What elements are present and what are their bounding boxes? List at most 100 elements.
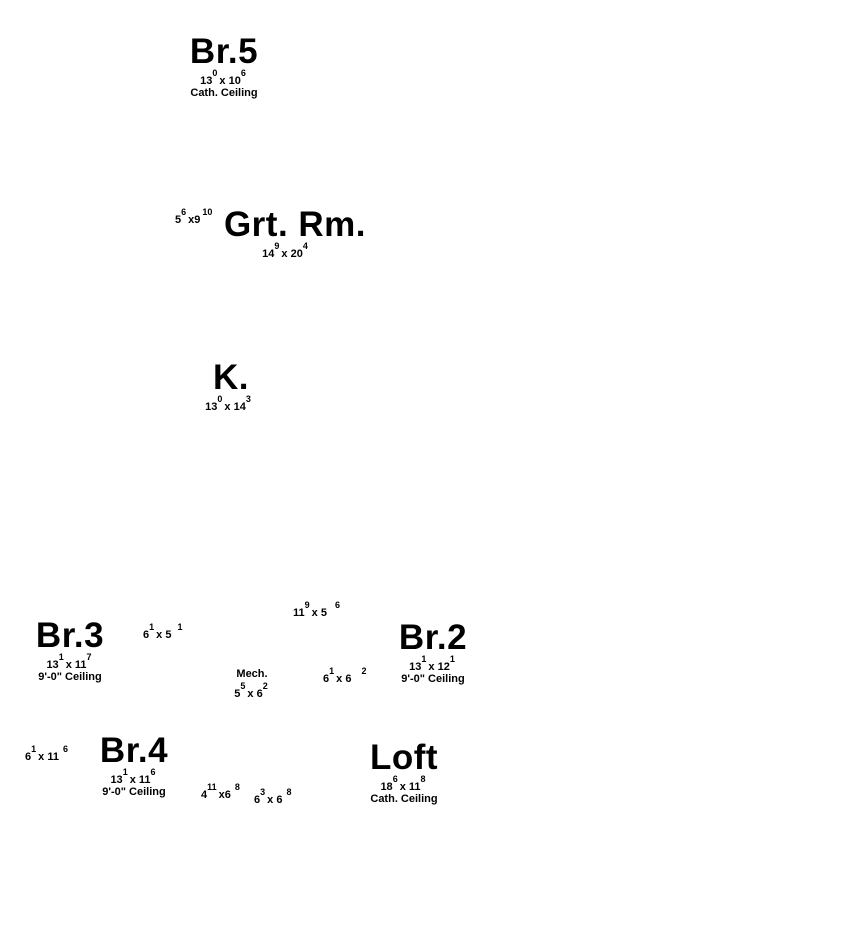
length-in: 10 xyxy=(202,207,213,217)
width-in: 5 xyxy=(240,681,246,691)
by: x xyxy=(336,673,343,685)
dimension-label: 63x 68 xyxy=(254,787,293,806)
width-in: 6 xyxy=(392,774,398,784)
by: x xyxy=(281,248,288,260)
room-dimensions: 131x 117 xyxy=(20,652,120,671)
length-ft: 6 xyxy=(345,673,352,685)
width-in: 1 xyxy=(421,654,427,664)
room-great-room: Grt. Rm. 149x 204 xyxy=(220,207,370,260)
length-ft: 6 xyxy=(224,789,231,801)
room-name: Br.3 xyxy=(35,616,105,655)
width-in: 9 xyxy=(274,241,280,251)
length-ft: 12 xyxy=(437,661,450,673)
dimension-label: 61x 62 xyxy=(323,666,368,685)
width-in: 6 xyxy=(181,207,187,217)
room-br3: Br.3 131x 117 9'-0" Ceiling xyxy=(20,616,120,683)
width-ft: 6 xyxy=(323,673,330,685)
length-ft: 14 xyxy=(233,401,246,413)
length-ft: 20 xyxy=(290,248,303,260)
length-in: 2 xyxy=(361,666,367,676)
ceiling-note: 9'-0" Ceiling xyxy=(38,671,102,683)
ceiling-note: 9'-0" Ceiling xyxy=(102,786,166,798)
width-in: 1 xyxy=(31,744,37,754)
by: x xyxy=(65,659,72,671)
room-dimensions: 55x 62 xyxy=(226,681,278,700)
length-ft: 5 xyxy=(320,607,327,619)
width-ft: 5 xyxy=(234,688,241,700)
length-in: 1 xyxy=(177,622,183,632)
length-in: 1 xyxy=(449,654,455,664)
width-in: 9 xyxy=(304,600,310,610)
width-ft: 5 xyxy=(175,214,182,226)
width-in: 0 xyxy=(217,394,223,404)
dimension-label: 56x910 xyxy=(175,207,214,226)
room-name: K. xyxy=(213,358,249,397)
length-ft: 6 xyxy=(256,688,263,700)
length-in: 6 xyxy=(334,600,340,610)
room-dimensions: 130x 143 xyxy=(187,394,271,413)
length-in: 3 xyxy=(245,394,251,404)
room-dimensions: 149x 204 xyxy=(202,241,370,260)
length-ft: 11 xyxy=(47,751,59,763)
by: x xyxy=(428,661,435,673)
dimension-label: 61x 51 xyxy=(143,622,184,641)
by: x xyxy=(224,401,231,413)
length-ft: 6 xyxy=(276,794,283,806)
by: x xyxy=(399,781,406,793)
by: x xyxy=(38,751,45,763)
width-in: 11 xyxy=(207,782,217,792)
room-name: Mech. xyxy=(236,668,268,680)
room-loft: Loft 186x 118 Cath. Ceiling xyxy=(354,738,454,805)
length-in: 6 xyxy=(240,68,246,78)
room-kitchen: K. 130x 143 xyxy=(191,358,271,413)
length-ft: 11 xyxy=(74,659,87,671)
room-name: Br.4 xyxy=(99,731,169,770)
width-in: 1 xyxy=(122,767,128,777)
ceiling-note: Cath. Ceiling xyxy=(370,793,438,805)
by: x xyxy=(156,629,163,641)
width-ft: 6 xyxy=(143,629,150,641)
by: x xyxy=(247,688,254,700)
length-in: 8 xyxy=(420,774,426,784)
length-in: 6 xyxy=(150,767,156,777)
length-ft: 11 xyxy=(408,781,421,793)
room-br2: Br.2 131x 121 9'-0" Ceiling xyxy=(383,618,483,685)
by: x xyxy=(267,794,274,806)
length-ft: 11 xyxy=(138,774,151,786)
width-in: 3 xyxy=(260,787,266,797)
room-name: Br.5 xyxy=(189,32,259,71)
length-in: 7 xyxy=(86,652,92,662)
room-br5: Br.5 130x 106 Cath. Ceiling xyxy=(174,32,274,99)
room-dimensions: 131x 121 xyxy=(383,654,483,673)
width-ft: 14 xyxy=(262,248,275,260)
room-name: Br.2 xyxy=(398,618,468,657)
width-in: 1 xyxy=(149,622,155,632)
length-in: 2 xyxy=(262,681,268,691)
width-ft: 11 xyxy=(293,607,305,619)
length-ft: 9 xyxy=(194,214,201,226)
width-in: 1 xyxy=(329,666,335,676)
length-ft: 5 xyxy=(165,629,172,641)
dimension-label: 61x 116 xyxy=(25,744,70,763)
ceiling-note: Cath. Ceiling xyxy=(190,87,258,99)
dimension-label: 119x 56 xyxy=(293,600,342,619)
by: x xyxy=(219,75,226,87)
length-in: 4 xyxy=(302,241,308,251)
width-ft: 4 xyxy=(201,789,208,801)
length-in: 8 xyxy=(286,787,292,797)
dimension-label: 411x68 xyxy=(201,782,242,801)
by: x xyxy=(188,214,195,226)
length-ft: 10 xyxy=(228,75,241,87)
room-mech: Mech. 55x 62 xyxy=(226,668,278,700)
room-dimensions: 131x 116 xyxy=(84,767,184,786)
width-ft: 18 xyxy=(380,781,393,793)
width-ft: 13 xyxy=(200,75,213,87)
width-ft: 13 xyxy=(205,401,218,413)
ceiling-note: 9'-0" Ceiling xyxy=(401,673,465,685)
length-in: 8 xyxy=(234,782,240,792)
room-name: Loft xyxy=(369,738,439,777)
room-dimensions: 130x 106 xyxy=(174,68,274,87)
width-in: 1 xyxy=(58,652,64,662)
length-in: 6 xyxy=(62,744,68,754)
by: x xyxy=(311,607,318,619)
